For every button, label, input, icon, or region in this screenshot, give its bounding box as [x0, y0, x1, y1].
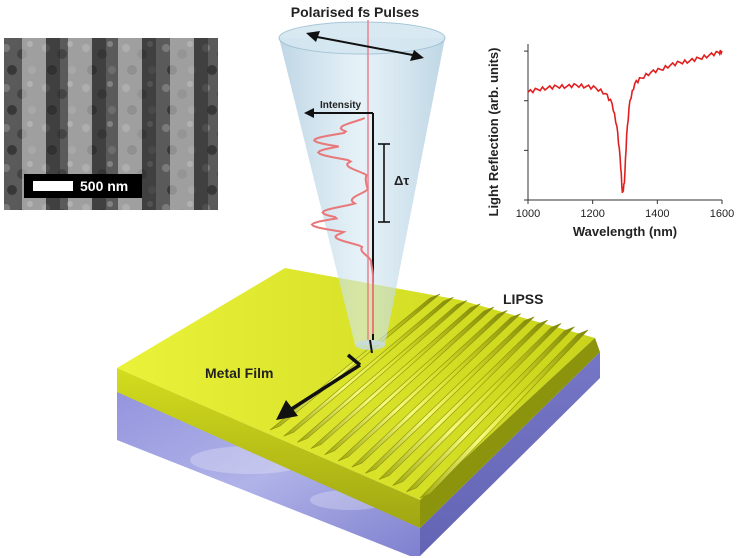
- diagram-title: Polarised fs Pulses: [291, 4, 420, 20]
- chart-x-ticks: 1000 1200 1400 1600: [516, 200, 734, 220]
- lipss-ridge: [351, 313, 521, 468]
- sem-groove: [194, 38, 208, 210]
- reflection-chart: 1000 1200 1400 1600 Wavelength (nm) Light R…: [486, 44, 734, 239]
- scan-arrow: [289, 363, 361, 412]
- lipss-ridge: [365, 316, 535, 474]
- sem-groove: [92, 38, 106, 210]
- lipss-ridge: [337, 310, 508, 462]
- sem-inset: 500 nm: [4, 38, 218, 210]
- sem-groove: [46, 38, 60, 210]
- lipss-ridge: [378, 319, 548, 480]
- chart-ylabel: Light Reflection (arb. units): [486, 48, 501, 217]
- lipss-ridge: [324, 306, 495, 456]
- lipss-ridge: [310, 303, 481, 449]
- delay-label: Δτ: [394, 173, 409, 188]
- chart-x-tick-label: 1000: [516, 208, 540, 220]
- lipss-ridge: [392, 323, 562, 486]
- chart-x-tick-label: 1400: [645, 208, 669, 220]
- lipss-ridge: [406, 326, 575, 493]
- metal-film: [117, 268, 600, 528]
- chart-x-tick-label: 1600: [710, 208, 734, 220]
- polarisation-arrow: [311, 35, 419, 57]
- lipss-ridge: [283, 296, 454, 437]
- sem-stripes: [22, 38, 208, 210]
- chart-y-ticks: [524, 50, 528, 201]
- chart-x-tick-label: 1200: [580, 208, 604, 220]
- scale-bar: [33, 181, 73, 191]
- laser-beam: [278, 20, 446, 350]
- chart-xlabel: Wavelength (nm): [573, 224, 677, 239]
- sem-stripe: [170, 38, 194, 210]
- chart-series-reflection: [527, 49, 723, 193]
- metal-film-label: Metal Film: [205, 365, 273, 381]
- lipss-ridge: [419, 329, 589, 499]
- scale-bar-label: 500 nm: [80, 178, 128, 194]
- substrate: [117, 352, 600, 556]
- intensity-plot: Intensity Δτ: [276, 100, 409, 420]
- sem-groove: [142, 38, 156, 210]
- intensity-label: Intensity: [320, 100, 362, 111]
- lipss-label: LIPSS: [503, 291, 543, 307]
- lipss-ridge: [297, 300, 468, 443]
- pulse-train: [310, 117, 374, 334]
